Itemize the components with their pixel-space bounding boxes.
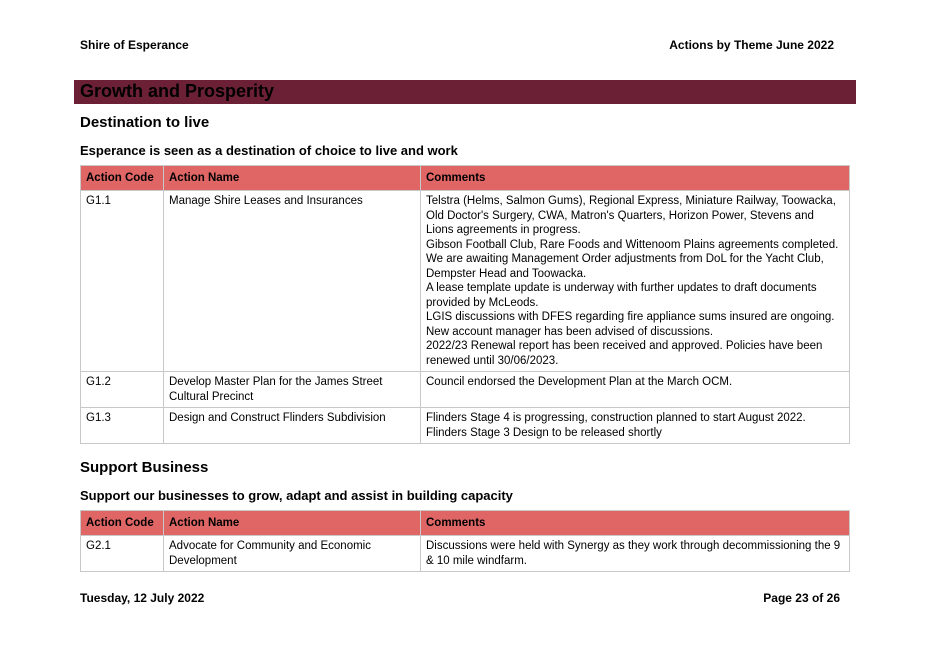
column-header-name: Action Name [163,510,421,536]
table-row: G1.3 Design and Construct Flinders Subdi… [80,407,850,444]
footer-page-number: Page 23 of 26 [763,591,840,605]
action-code: G1.1 [80,190,164,372]
column-header-code: Action Code [80,510,164,536]
table-row: G1.1 Manage Shire Leases and Insurances … [80,190,850,372]
action-code: G1.2 [80,371,164,408]
action-name: Design and Construct Flinders Subdivisio… [163,407,421,444]
section-title-support-business: Support Business [80,459,209,476]
action-comments: Council endorsed the Development Plan at… [420,371,850,408]
action-name: Develop Master Plan for the James Street… [163,371,421,408]
comment-line: A lease template update is underway with… [426,282,817,309]
header-organisation: Shire of Esperance [80,38,189,52]
section-subtitle-support-business: Support our businesses to grow, adapt an… [80,488,513,503]
actions-table-support-business: Action Code Action Name Comments G2.1 Ad… [80,510,850,572]
section-subtitle-destination: Esperance is seen as a destination of ch… [80,143,458,158]
comment-line: Telstra (Helms, Salmon Gums), Regional E… [426,195,836,236]
table-header-row: Action Code Action Name Comments [80,165,850,191]
comment-line: Discussions were held with Synergy as th… [426,540,841,567]
table-header-row: Action Code Action Name Comments [80,510,850,536]
column-header-comments: Comments [420,510,850,536]
section-title-destination: Destination to live [80,114,210,131]
footer-date: Tuesday, 12 July 2022 [80,591,205,605]
column-header-name: Action Name [163,165,421,191]
action-comments: Discussions were held with Synergy as th… [420,535,850,572]
theme-title: Growth and Prosperity [80,81,275,101]
action-comments: Flinders Stage 4 is progressing, constru… [420,407,850,444]
comment-line: Flinders Stage 3 Design to be released s… [426,426,662,439]
comment-line: Council endorsed the Development Plan at… [426,376,733,388]
action-comments: Telstra (Helms, Salmon Gums), Regional E… [420,190,850,372]
theme-banner: Growth and Prosperity [74,80,856,104]
actions-table-destination: Action Code Action Name Comments G1.1 Ma… [80,165,850,444]
comment-line: 2022/23 Renewal report has been received… [426,340,823,367]
comment-line: Flinders Stage 4 is progressing, constru… [426,412,806,424]
table-row: G2.1 Advocate for Community and Economic… [80,535,850,572]
table-row: G1.2 Develop Master Plan for the James S… [80,371,850,408]
header-report-title: Actions by Theme June 2022 [669,38,834,52]
action-code: G2.1 [80,535,164,572]
action-code: G1.3 [80,407,164,444]
column-header-comments: Comments [420,165,850,191]
comment-line: LGIS discussions with DFES regarding fir… [426,311,835,338]
action-name: Advocate for Community and Economic Deve… [163,535,421,572]
column-header-code: Action Code [80,165,164,191]
comment-line: Gibson Football Club, Rare Foods and Wit… [426,238,839,251]
comment-line: We are awaiting Management Order adjustm… [426,253,824,280]
action-name: Manage Shire Leases and Insurances [163,190,421,372]
